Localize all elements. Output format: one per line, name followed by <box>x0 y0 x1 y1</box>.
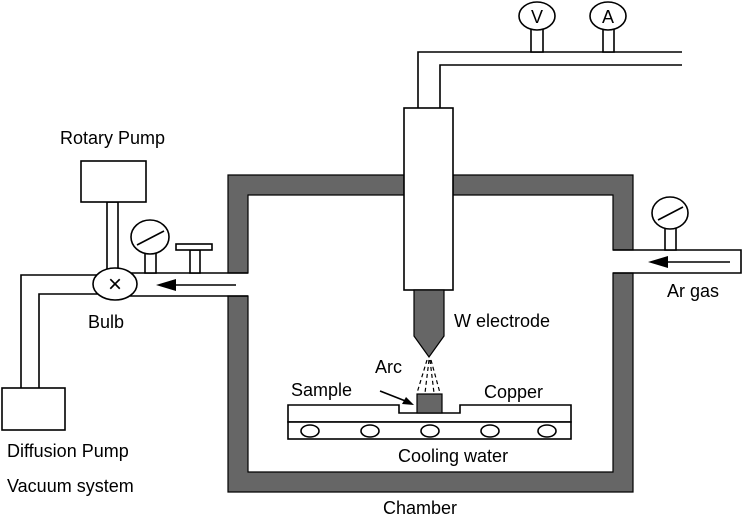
label-ar-gas: Ar gas <box>667 281 719 301</box>
power-line-inner <box>439 64 682 108</box>
ammeter-label: A <box>602 7 614 27</box>
label-vacuum-system: Vacuum system <box>7 476 134 496</box>
sample <box>416 393 443 414</box>
label-arc: Arc <box>375 357 402 377</box>
diffusion-pump <box>1 387 66 431</box>
ar-gauge-stem <box>664 227 677 251</box>
w-electrode <box>413 289 445 359</box>
sample-pointer <box>379 390 409 403</box>
ammeter-stem <box>602 28 615 53</box>
vacuum-pipe-bottom <box>38 293 248 388</box>
label-w-electrode: W electrode <box>454 311 550 331</box>
cooling-water-circles <box>300 424 557 438</box>
vacuum-gauge-stem <box>144 252 157 274</box>
voltmeter <box>518 1 556 31</box>
leak-valve-stem <box>189 249 201 274</box>
vacuum-flow-arrowhead <box>156 279 176 291</box>
power-line-outer <box>417 51 682 108</box>
vacuum-pressure-gauge <box>130 219 170 255</box>
electrode-holder <box>403 107 454 291</box>
voltmeter-stem <box>530 28 544 53</box>
label-cooling-water: Cooling water <box>398 446 508 466</box>
bulb-valve-symbol: × <box>108 271 122 298</box>
leak-valve-handle <box>175 243 213 251</box>
voltmeter-label: V <box>531 7 543 27</box>
ar-gauge-needle <box>657 206 684 221</box>
label-bulb: Bulb <box>88 312 124 332</box>
label-diffusion-pump: Diffusion Pump <box>7 441 129 461</box>
ar-flow-arrowhead <box>648 256 668 268</box>
rotary-pump-stem <box>106 201 119 270</box>
label-rotary-pump: Rotary Pump <box>60 128 165 148</box>
ar-gas-pipe <box>613 249 742 274</box>
arc-discharge <box>416 359 441 394</box>
label-copper: Copper <box>484 382 543 402</box>
label-chamber: Chamber <box>383 498 457 518</box>
rotary-pump <box>80 160 147 203</box>
ammeter <box>589 1 627 31</box>
bulb-valve <box>92 267 138 301</box>
label-sample: Sample <box>291 380 352 400</box>
sample-pointer-arrowhead <box>402 397 414 405</box>
vacuum-gauge-needle <box>136 230 165 246</box>
